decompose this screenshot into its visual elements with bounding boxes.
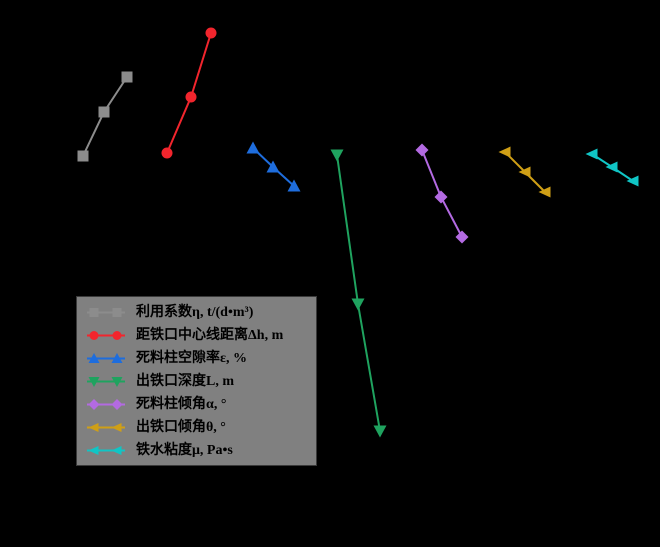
series-marker-diamond [88,399,100,410]
series-marker-triangle-up [246,141,260,154]
series-marker-triangle-left [626,175,639,187]
legend-marker-diamond [87,399,125,410]
series-marker-triangle-up [287,179,301,192]
legend-marker-triangle-up [87,353,125,363]
legend-marker-triangle-down [87,377,125,387]
legend-label: 出铁口深度L, m [136,373,234,389]
series-marker-diamond [415,143,429,157]
series-marker-triangle-left [498,146,511,158]
series-marker-triangle-down [330,149,344,162]
legend-item: 利用系数η, t/(d•m³) [83,301,312,324]
series-marker-diamond [455,230,469,244]
series-line-3 [336,154,381,432]
series-marker-square [77,150,89,162]
legend-label: 利用系数η, t/(d•m³) [136,304,254,320]
legend-marker-triangle-left [87,423,125,432]
series-marker-circle [112,331,122,340]
series-marker-triangle-down [88,377,100,387]
series-marker-triangle-left [88,446,99,455]
series-marker-triangle-left [111,423,122,432]
legend-item: 死料柱倾角α, ° [83,393,312,416]
series-marker-triangle-left [88,423,99,432]
series-marker-diamond [434,190,448,204]
series-marker-square [89,308,99,317]
series-marker-triangle-up [88,353,100,363]
series-marker-triangle-left [605,161,618,173]
series-marker-triangle-down [351,298,365,311]
series-marker-diamond [111,399,123,410]
legend-marker-square [87,308,125,317]
legend: 利用系数η, t/(d•m³) 距铁口中心线距离Δh, m 死料柱空隙率ε, % 出铁… [76,296,317,466]
series-marker-triangle-down [373,425,387,438]
series-marker-circle [89,331,99,340]
legend-item: 出铁口深度L, m [83,370,312,393]
legend-marker-triangle-left [87,446,125,455]
series-marker-triangle-left [518,166,531,178]
series-marker-square [98,106,110,118]
legend-label: 死料柱空隙率ε, % [136,350,247,366]
legend-marker-circle [87,331,125,340]
series-marker-triangle-down [111,377,123,387]
legend-item: 铁水粘度μ, Pa•s [83,439,312,462]
series-marker-square [121,71,133,83]
series-marker-triangle-up [111,353,123,363]
series-marker-circle [161,147,173,159]
series-marker-square [112,308,122,317]
series-marker-triangle-left [585,148,598,160]
legend-label: 铁水粘度μ, Pa•s [136,442,233,458]
series-marker-triangle-left [111,446,122,455]
legend-label: 出铁口倾角θ, ° [136,419,226,435]
legend-item: 出铁口倾角θ, ° [83,416,312,439]
series-marker-circle [185,91,197,103]
series-marker-triangle-left [538,186,551,198]
series-marker-triangle-up [266,160,280,173]
series-marker-circle [205,27,217,39]
legend-label: 距铁口中心线距离Δh, m [136,327,284,343]
legend-item: 死料柱空隙率ε, % [83,347,312,370]
legend-item: 距铁口中心线距离Δh, m [83,324,312,347]
legend-label: 死料柱倾角α, ° [136,396,227,412]
